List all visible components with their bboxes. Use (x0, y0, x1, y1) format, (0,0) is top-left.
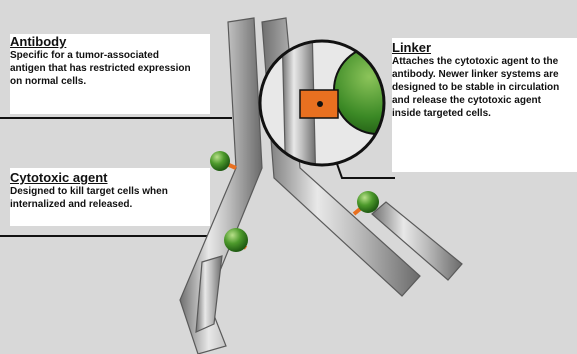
antibody-desc-line-2: antigen that has restricted expression (10, 62, 210, 75)
cytotoxic-desc-line-1: Designed to kill target cells when (10, 185, 210, 198)
cytotoxic-label-panel: Cytotoxic agent Designed to kill target … (10, 168, 210, 226)
antibody-desc-line-1: Specific for a tumor-associated (10, 49, 210, 62)
linker-desc-line-4: and release the cytotoxic agent (392, 94, 577, 107)
cytotoxic-agent-3 (357, 191, 379, 213)
cytotoxic-desc-line-2: internalized and released. (10, 198, 210, 211)
linker-desc-line-5: inside targeted cells. (392, 107, 577, 120)
cytotoxic-title: Cytotoxic agent (10, 170, 210, 185)
linker-label-panel: Linker Attaches the cytotoxic agent to t… (392, 38, 577, 172)
antibody-label-panel: Antibody Specific for a tumor-associated… (10, 34, 210, 114)
cytotoxic-agent-1 (210, 151, 230, 171)
antibody-desc-line-3: on normal cells. (10, 75, 210, 88)
linker-title: Linker (392, 40, 577, 55)
cytotoxic-agent-2 (224, 228, 248, 252)
linker-desc-line-1: Attaches the cytotoxic agent to the (392, 55, 577, 68)
antibody-title: Antibody (10, 34, 210, 49)
linker-desc-line-3: designed to be stable in circulation (392, 81, 577, 94)
linker-desc-line-2: antibody. Newer linker systems are (392, 68, 577, 81)
